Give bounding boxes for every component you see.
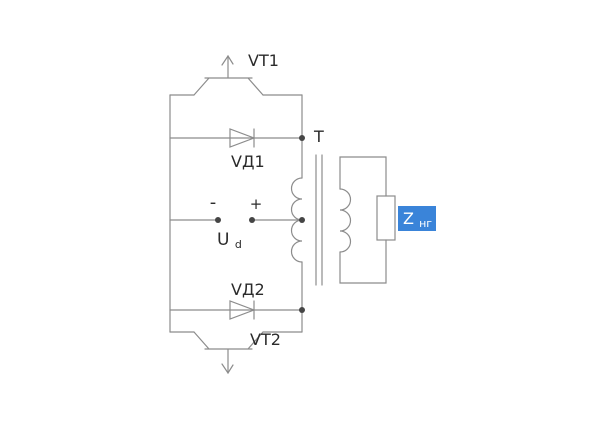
plus-label: + [250, 195, 263, 213]
source-terminal-dot [215, 217, 221, 223]
ud-label-main: U [217, 230, 229, 250]
junction-dots [215, 135, 305, 313]
diode-vd2-symbol [229, 300, 256, 320]
schematic-lines [169, 54, 396, 375]
load-label-group: Z нг [398, 206, 436, 231]
schematic-labels: VT1 VД1 T - + U d VД2 VT2 [210, 51, 324, 349]
z-load-label-subscript: нг [419, 217, 432, 230]
vd2-label: VД2 [231, 280, 265, 299]
transformer-secondary-winding [339, 188, 352, 253]
secondary-circuit-wires [339, 156, 387, 284]
diode-vd1-symbol [229, 128, 256, 148]
transformer-label: T [313, 127, 324, 146]
minus-label: - [210, 192, 217, 213]
ud-label: U d [217, 230, 242, 251]
transistor-vt2-symbol [193, 331, 264, 374]
source-terminal-dot [249, 217, 255, 223]
vt1-label: VT1 [248, 51, 279, 70]
vd1-label: VД1 [231, 152, 265, 171]
load-impedance-box [376, 195, 396, 241]
ud-label-subscript: d [235, 238, 242, 251]
z-load-label: Z нг [403, 209, 432, 230]
vt1-arrow-icon [221, 54, 234, 66]
transistor-vt1-symbol [193, 55, 264, 96]
vt2-arrow-icon [221, 363, 234, 375]
junction-dot [299, 217, 305, 223]
load-label-highlight [398, 206, 436, 231]
junction-dot [299, 307, 305, 313]
z-load-label-main: Z [403, 209, 414, 228]
vt2-label: VT2 [250, 330, 281, 349]
junction-dot [299, 135, 305, 141]
transformer-core [315, 154, 323, 286]
